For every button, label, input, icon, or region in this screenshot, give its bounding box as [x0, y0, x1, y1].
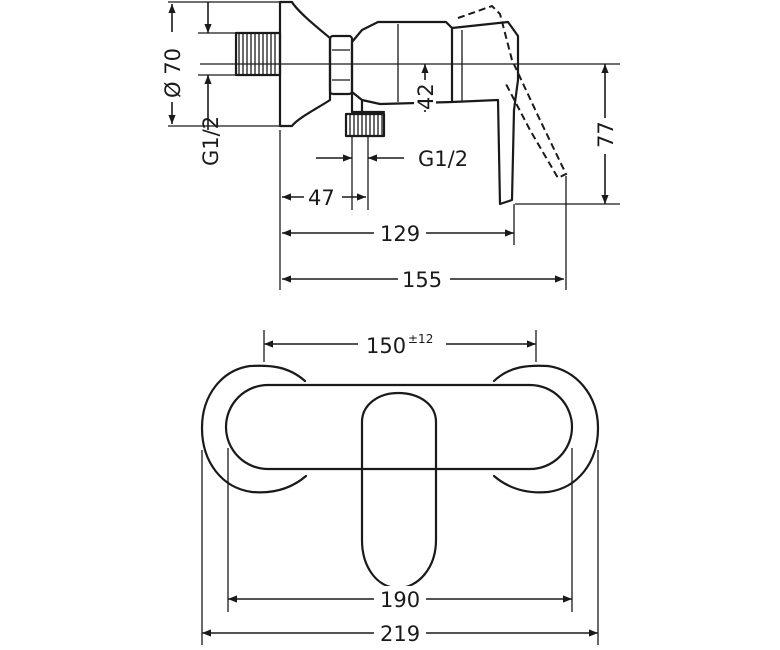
lever-handle [450, 20, 520, 206]
mixer-body [224, 383, 574, 471]
dim-47: 47 [308, 186, 335, 210]
dim-155: 155 [402, 268, 442, 292]
dim-diameter-70: Ø 70 [161, 48, 185, 98]
wall-rosette [278, 0, 332, 128]
right-rosette [492, 364, 600, 494]
dim-150: 150 [366, 334, 406, 358]
lever-top-view [360, 391, 438, 590]
top-view: 150 ±12 190 219 [200, 330, 600, 646]
dim-77: 77 [594, 121, 618, 148]
dim-42: 42 [414, 83, 438, 110]
side-view: Ø 70 G1/2 42 77 G1/2 47 129 155 [158, 0, 620, 292]
outlet-thread [344, 112, 386, 138]
lever-alt-position [457, 4, 568, 180]
dim-thread-left: G1/2 [199, 116, 223, 166]
dim-thread-right: G1/2 [418, 147, 468, 171]
connection-nut [328, 34, 354, 96]
left-rosette [200, 364, 308, 494]
dim-190: 190 [380, 588, 420, 612]
wall-thread-stub [234, 31, 282, 77]
dim-219: 219 [380, 622, 420, 646]
dim-150-tolerance: ±12 [408, 332, 433, 346]
valve-body [350, 20, 454, 106]
dim-129: 129 [380, 222, 420, 246]
